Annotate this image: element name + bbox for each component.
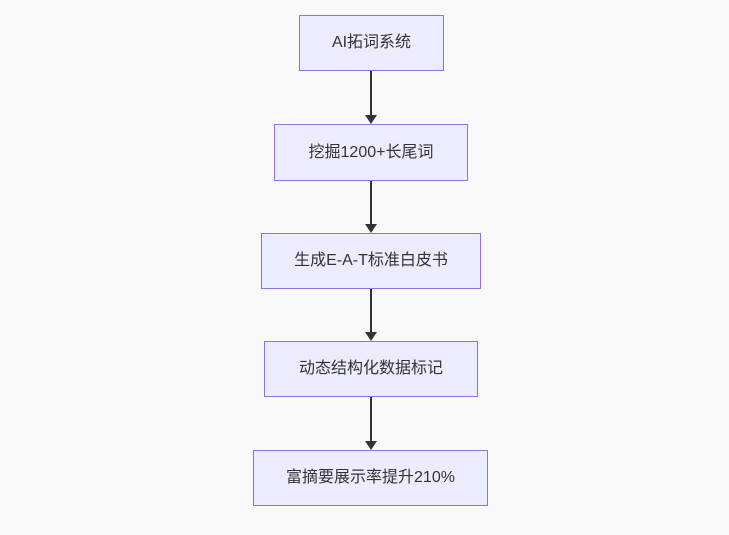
flow-arrow bbox=[363, 71, 378, 124]
arrow-line bbox=[369, 71, 372, 117]
arrow-head-icon bbox=[364, 115, 377, 124]
flow-node-structured-data-markup: 动态结构化数据标记 bbox=[264, 341, 478, 397]
flow-node-label: 动态结构化数据标记 bbox=[298, 360, 443, 378]
flow-node-label: 挖掘1200+长尾词 bbox=[308, 143, 434, 161]
arrow-line bbox=[369, 289, 372, 334]
flow-node-label: AI拓词系统 bbox=[331, 34, 412, 52]
flow-node-label: 生成E-A-T标准白皮书 bbox=[294, 252, 448, 270]
arrow-head-icon bbox=[364, 332, 377, 341]
arrow-line bbox=[369, 397, 372, 443]
flow-node-longtail-mining: 挖掘1200+长尾词 bbox=[274, 124, 468, 181]
arrow-line bbox=[369, 181, 372, 226]
flow-node-ai-keyword-system: AI拓词系统 bbox=[299, 15, 444, 71]
flow-arrow bbox=[363, 289, 378, 341]
flow-node-rich-snippet-result: 富摘要展示率提升210% bbox=[253, 450, 488, 506]
flow-arrow bbox=[363, 181, 378, 233]
arrow-head-icon bbox=[364, 224, 377, 233]
arrow-head-icon bbox=[364, 441, 377, 450]
flow-arrow bbox=[363, 397, 378, 450]
flow-node-label: 富摘要展示率提升210% bbox=[286, 469, 455, 487]
flow-node-eat-whitepaper: 生成E-A-T标准白皮书 bbox=[261, 233, 481, 289]
